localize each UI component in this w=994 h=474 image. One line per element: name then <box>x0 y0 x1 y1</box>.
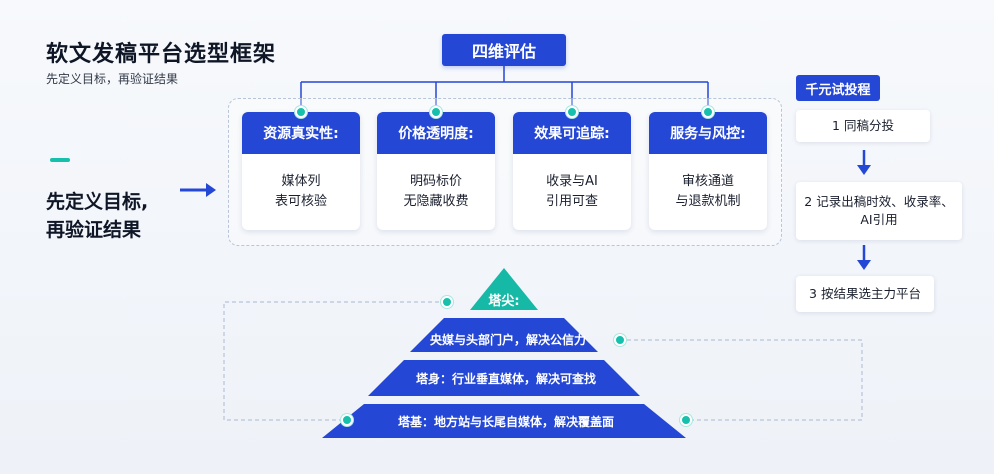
four-dimension-title: 四维评估 <box>442 34 566 66</box>
card-service-risk: 服务与风控: 审核通道 与退款机制 <box>649 112 767 230</box>
loop-dot <box>441 296 453 308</box>
accent-dash <box>50 158 70 162</box>
card-line: 与退款机制 <box>675 194 741 209</box>
left-slogan-line2: 再验证结果 <box>46 219 142 241</box>
card-title: 资源真实性: <box>242 112 360 154</box>
card-title: 价格透明度: <box>377 112 495 154</box>
connector-dot <box>566 106 578 118</box>
trial-step-1: 1 同稿分投 <box>796 110 930 142</box>
right-arrow-icon <box>180 183 216 197</box>
card-price-transparency: 价格透明度: 明码标价 无隐藏收费 <box>377 112 495 230</box>
connector-dot <box>295 106 307 118</box>
page-subtitle: 先定义目标，再验证结果 <box>46 72 179 86</box>
down-arrow-icon <box>857 150 871 175</box>
pyramid-tier-1-label: 央媒与头部门户，解决公信力 <box>429 332 586 347</box>
card-body: 审核通道 与退款机制 <box>649 154 767 230</box>
connector-dot <box>702 106 714 118</box>
pyramid-tier-3-label: 塔基：地方站与长尾自媒体，解决覆盖面 <box>397 414 614 429</box>
card-line: 审核通道 <box>681 174 734 189</box>
left-slogan: 先定义目标, 再验证结果 <box>46 188 148 244</box>
page-title: 软文发稿平台选型框架 <box>46 42 277 67</box>
card-title: 效果可追踪: <box>513 112 631 154</box>
card-line: 明码标价 <box>409 174 462 189</box>
card-body: 媒体列 表可核验 <box>242 154 360 230</box>
pyramid-tier-2-label: 塔身：行业垂直媒体，解决可查找 <box>415 371 596 386</box>
card-title: 服务与风控: <box>649 112 767 154</box>
pyramid-top-label: 塔尖: <box>488 293 520 309</box>
card-body: 收录与AI 引用可查 <box>513 154 631 230</box>
loop-dot <box>341 414 353 426</box>
trial-step-2-line2: AI引用 <box>860 212 898 227</box>
loop-dot <box>614 334 626 346</box>
card-line: 媒体列 <box>281 174 321 189</box>
card-line: 收录与AI <box>546 174 598 189</box>
card-body: 明码标价 无隐藏收费 <box>377 154 495 230</box>
card-resource-authenticity: 资源真实性: 媒体列 表可核验 <box>242 112 360 230</box>
down-arrow-icon <box>857 245 871 270</box>
card-effect-tracking: 效果可追踪: 收录与AI 引用可查 <box>513 112 631 230</box>
card-line: 引用可查 <box>545 194 598 209</box>
left-slogan-line1: 先定义目标, <box>46 191 149 213</box>
loop-dot <box>680 414 692 426</box>
pyramid-loop <box>223 301 863 421</box>
trial-title: 千元试投程 <box>796 75 880 101</box>
trial-step-2-line1: 2 记录出稿时效、收录率、 <box>804 194 954 209</box>
trial-step-2: 2 记录出稿时效、收录率、 AI引用 <box>796 182 962 240</box>
trial-step-3: 3 按结果选主力平台 <box>796 276 934 312</box>
connector-dot <box>430 106 442 118</box>
card-line: 无隐藏收费 <box>403 194 469 209</box>
card-line: 表可核验 <box>274 194 327 209</box>
